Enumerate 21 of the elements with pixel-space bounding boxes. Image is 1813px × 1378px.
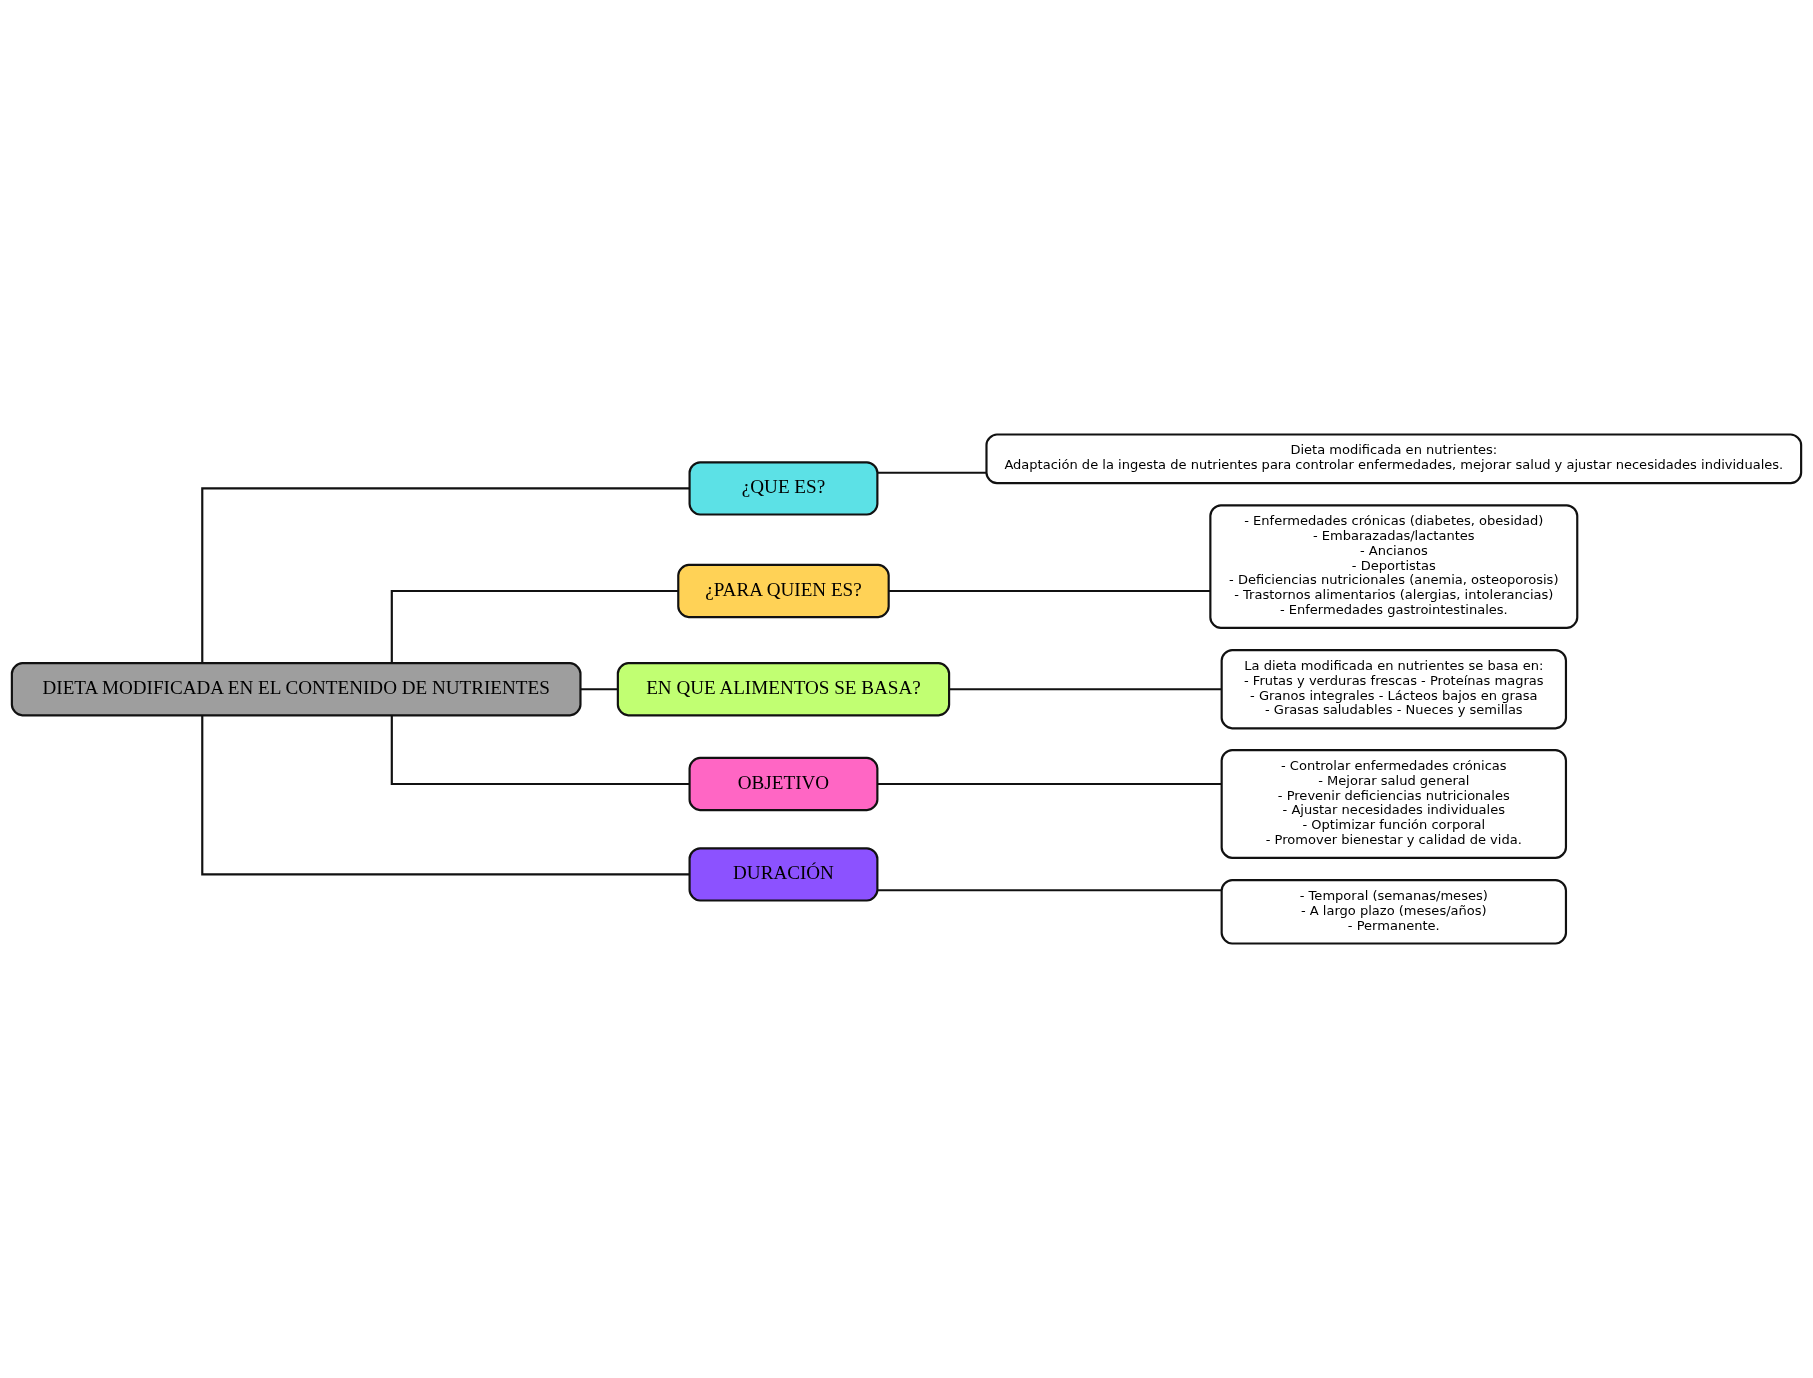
node-box: Dieta modificada en nutrientes: Adaptación de la ingesta de nutrientes para controlar enfermedades, mejorar salud y ajustar necesidades individuales. <box>985 433 1803 485</box>
node-box: ¿PARA QUIEN ES? <box>677 563 890 619</box>
node-box: - Controlar enfermedades crónicas - Mejorar salud general - Prevenir deficiencias nutricionales - Ajustar necesidades individuales - Optimizar función corporal - Promover bienestar y calidad de vida. <box>1220 749 1568 859</box>
connector <box>390 589 679 663</box>
connector <box>201 715 690 876</box>
connector <box>877 782 1222 786</box>
node-box: OBJETIVO <box>688 756 879 812</box>
node-box: La dieta modificada en nutrientes se basa en: - Frutas y verduras frescas - Proteínas magras - Granos integrales - Lácteos bajos en grasa - Grasas saludables - Nueces y semillas <box>1220 649 1568 730</box>
node-box: - Temporal (semanas/meses) - A largo plazo (meses/años) - Permanente. <box>1220 878 1568 945</box>
connector <box>390 715 690 786</box>
node-box: ¿QUE ES? <box>688 461 879 516</box>
node-box: DURACIÓN <box>688 847 879 902</box>
connector <box>201 487 690 663</box>
connector <box>877 889 1222 892</box>
connector <box>888 589 1211 593</box>
connector <box>580 688 618 691</box>
node-box: DIETA MODIFICADA EN EL CONTENIDO DE NUTRIENTES <box>10 662 582 717</box>
node-box: - Enfermedades crónicas (diabetes, obesidad) - Embarazadas/lactantes - Ancianos - Deportistas - Deficiencias nutricionales (anemia, osteoporosis) - Trastornos alimentarios (alergias, intolerancias) - Enfermedades gastrointestinales. <box>1209 504 1579 629</box>
connector <box>877 471 987 474</box>
node-box: EN QUE ALIMENTOS SE BASA? <box>616 662 951 717</box>
connector <box>949 688 1222 691</box>
